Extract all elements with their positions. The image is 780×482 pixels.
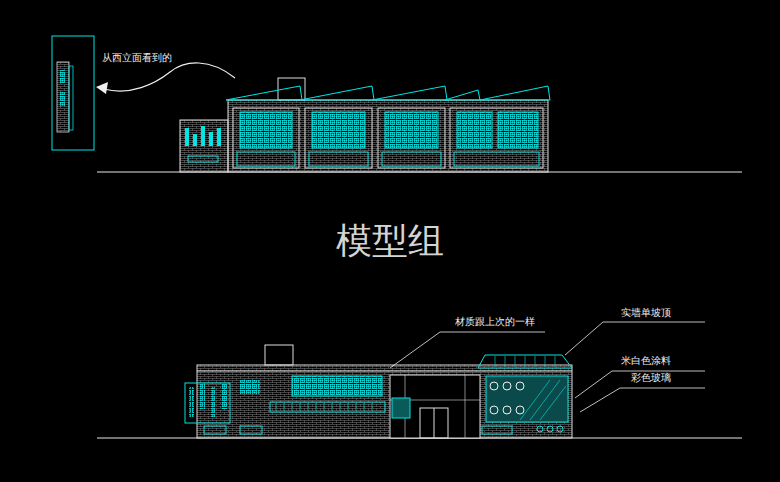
bottom-elevation [222,383,227,409]
bottom-elevation [390,375,480,438]
bottom-elevation [200,383,205,409]
top-elevation [193,134,197,146]
bottom-elevation [185,345,572,438]
top-elevation [180,120,228,172]
top-elevation [372,86,447,100]
top-elevation [445,90,480,100]
top-elevation [457,112,492,148]
top-elevation [312,112,365,148]
top-elevation [498,112,538,148]
top-elevation [228,100,548,172]
leader-line [580,388,705,412]
top-elevation [480,86,550,100]
top-elevation [201,126,205,146]
bottom-elevation [482,426,512,434]
bottom-elevation [197,371,572,372]
side-view-inset [52,36,94,150]
top-elevation [300,86,374,100]
side-view-inset [59,70,66,84]
bottom-elevation [503,406,511,414]
side-view-inset [52,36,94,150]
bottom-elevation [557,426,563,432]
side-view-inset [57,62,69,132]
top-elevation [226,86,302,100]
top-elevation [240,112,292,148]
bottom-elevation [276,403,372,411]
top-elevation [209,132,213,146]
pointer-arrow [96,82,108,94]
top-elevation [454,152,539,166]
top-elevation [180,78,550,172]
leader-line [575,371,705,398]
bottom-elevation [270,402,385,412]
top-elevation [185,128,189,146]
callout-note: 材质跟上次的一样 [455,316,535,329]
top-elevation [233,108,299,168]
top-elevation [450,108,543,168]
bottom-elevation [516,382,524,390]
callout-note: 米白色涂料 [621,355,671,368]
leader-line [565,322,705,355]
top-elevation [188,156,218,162]
callout-note: 彩色玻璃 [631,372,671,385]
leader-line [390,322,705,412]
bottom-elevation [547,426,553,432]
callout-note: 实墙单坡顶 [621,307,671,320]
bottom-elevation [240,380,260,394]
bottom-elevation [185,383,230,423]
bottom-elevation [516,406,524,414]
bottom-elevation [434,408,435,438]
pointer-arrow [96,63,235,94]
bottom-elevation [486,376,568,422]
bottom-elevation [240,426,262,434]
bottom-elevation [392,398,410,418]
bottom-elevation [390,375,480,438]
view-note: 从西立面看到的 [102,52,172,65]
top-elevation [237,152,295,166]
bottom-elevation [211,387,216,417]
bottom-elevation [537,426,543,432]
ground-line [97,172,742,438]
top-elevation [382,152,441,166]
side-view-inset [59,92,66,106]
bottom-elevation [292,376,382,396]
pointer-arrow [104,63,235,91]
top-elevation [309,152,368,166]
bottom-elevation [189,387,194,417]
bottom-elevation [520,380,566,420]
top-elevation [305,108,372,168]
leader-line [390,332,545,368]
top-elevation [385,112,438,148]
bottom-elevation [420,408,448,438]
watermark: 模型组 [336,218,444,263]
side-view-inset [69,66,73,130]
bottom-elevation [503,382,511,390]
bottom-elevation [495,356,555,367]
bottom-elevation [265,345,293,365]
bottom-elevation [204,426,226,434]
bottom-elevation [490,382,498,390]
top-elevation [217,128,221,146]
top-elevation [378,108,445,168]
bottom-elevation [490,406,498,414]
bottom-elevation [197,365,572,438]
bottom-elevation [478,355,572,368]
